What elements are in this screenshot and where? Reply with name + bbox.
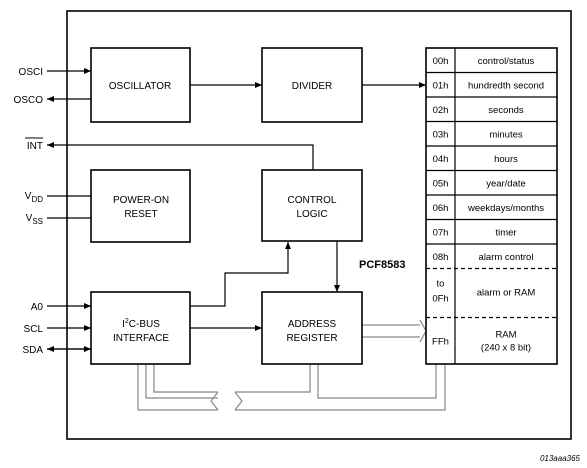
register-address: 06h [433,203,449,214]
signal-lines [47,68,426,352]
control-logic-label-2: LOGIC [296,209,327,220]
ram-address: FFh [432,337,449,348]
divider-label: DIVIDER [292,81,333,92]
pin-scl: SCL [24,324,44,335]
pin-osci: OSCI [19,67,43,78]
alarm-ram-name: alarm or RAM [477,288,536,299]
register-map: 00h control/status 01h hundredth second 02h s… [425,47,558,365]
alarm-ram-address-line2: 0Fh [432,294,448,305]
register-name: timer [495,227,516,238]
oscillator-label: OSCILLATOR [109,81,171,92]
figure-code: 013aaa365 [540,454,581,463]
pin-vss: VSS [26,213,43,226]
register-map-outline [425,47,558,365]
register-address: 07h [433,227,449,238]
power-on-reset-block [90,169,191,243]
oscillator-block [90,47,191,123]
power-on-reset-label-1: POWER-ON [113,195,169,206]
register-name: hours [494,154,518,165]
pin-labels: OSCI OSCO INT VDD VSS A0 SCL SDA [14,67,44,356]
pin-sda: SDA [22,345,43,356]
i2c-bus-interface-label-2: INTERFACE [113,333,169,344]
pin-int: INT [27,141,43,152]
register-address: 01h [433,80,449,91]
pin-osco: OSCO [14,95,44,106]
register-name: weekdays/months [467,203,544,214]
register-address: 03h [433,129,449,140]
register-name: alarm control [479,252,534,263]
register-address: 05h [433,178,449,189]
alarm-ram-address-line1: to [437,279,445,290]
pin-a0: A0 [31,302,44,313]
register-address: 04h [433,154,449,165]
register-name: seconds [488,105,524,116]
register-address: 02h [433,105,449,116]
register-name: year/date [486,178,526,189]
power-on-reset-label-2: RESET [124,209,157,220]
chip-outline [66,10,572,440]
control-logic-label-1: CONTROL [288,195,337,206]
register-name: control/status [478,56,535,67]
register-name: hundredth second [468,80,544,91]
register-address: 08h [433,252,449,263]
address-register-label-1: ADDRESS [288,319,337,330]
internal-bus [137,319,446,411]
ram-name-line2: (240 x 8 bit) [481,343,531,354]
address-register-label-2: REGISTER [286,333,337,344]
control-logic-block [261,169,363,242]
divider-block [261,47,363,123]
ram-name-line1: RAM [495,330,516,341]
register-name: minutes [489,129,523,140]
register-address: 00h [433,56,449,67]
pin-vdd: VDD [25,191,43,204]
i2c-bus-interface-block [90,291,191,365]
i2c-bus-interface-label-1: I2C-BUS [122,318,160,330]
address-register-block [261,291,363,365]
chip-name: PCF8583 [359,259,405,271]
